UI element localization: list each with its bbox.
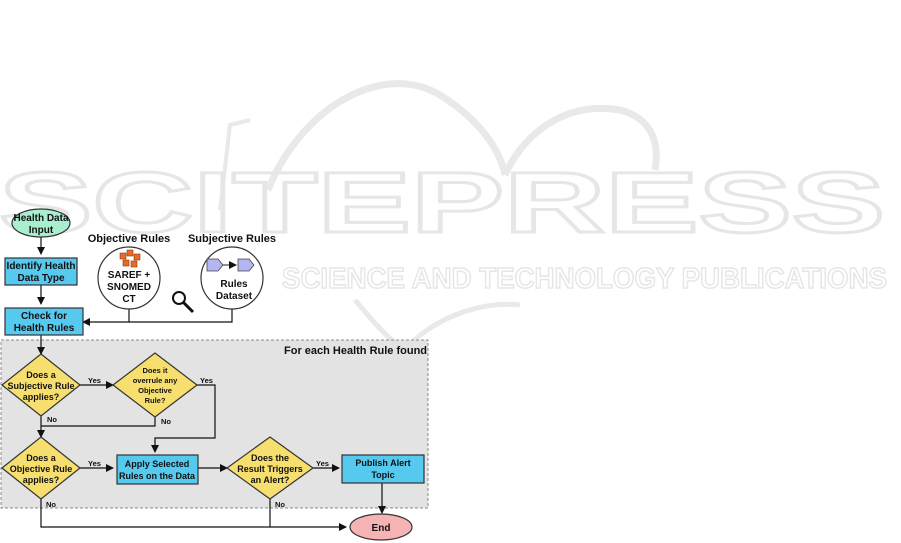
watermark-book-right	[501, 105, 660, 177]
check-line-2: Health Rules	[14, 323, 75, 334]
subjective-line-a: Does a	[26, 370, 57, 380]
start-line-2: Input	[29, 225, 54, 236]
label-yes-trigger: Yes	[316, 459, 329, 468]
overrule-line-b: overrule any	[133, 376, 178, 385]
label-no-subjective: No	[47, 415, 57, 424]
pentagon-arrows-icon	[206, 258, 255, 272]
trigger-line-c: an Alert?	[251, 475, 290, 485]
watermark-tagline: SCIENCE AND TECHNOLOGY PUBLICATIONS	[282, 263, 887, 295]
check-line-1: Check for	[21, 311, 67, 322]
label-yes-overrule: Yes	[200, 376, 213, 385]
overrule-line-a: Does it	[142, 366, 168, 375]
publish-line-1: Publish Alert	[355, 458, 410, 468]
arrow-objective-check	[82, 309, 130, 326]
objective-rules-heading: Objective Rules	[88, 233, 171, 245]
subjective-line-b: Subjective Rule	[7, 381, 74, 391]
check-process	[4, 307, 84, 336]
apply-line-1: Apply Selected	[125, 459, 190, 469]
decision-trigger	[225, 436, 315, 500]
decision-overrule	[112, 352, 198, 418]
objective-line-c: applies?	[23, 475, 60, 485]
identify-line-2: Data Type	[17, 273, 64, 284]
connectors	[37, 237, 386, 531]
label-yes-subjective: Yes	[88, 376, 101, 385]
apply-process	[116, 454, 199, 485]
subjective-line-c: applies?	[23, 392, 60, 402]
objective-line-a: Does a	[26, 453, 57, 463]
ontology-cube-icon	[119, 249, 141, 268]
label-no-objective: No	[46, 500, 56, 509]
identify-process	[4, 257, 78, 286]
publish-line-2: Topic	[371, 470, 394, 480]
label-no-trigger: No	[275, 500, 285, 509]
trigger-line-b: Result Triggers	[237, 464, 303, 474]
end-label: End	[372, 523, 391, 534]
region-title: For each Health Rule found	[284, 345, 427, 357]
magnifier-icon	[172, 291, 195, 314]
objective-line-1: SAREF +	[108, 270, 151, 281]
start-line-1: Health Data	[13, 213, 68, 224]
apply-line-2: Rules on the Data	[119, 471, 196, 481]
decision-subjective	[1, 353, 81, 417]
overrule-line-c: Objective	[138, 386, 172, 395]
objective-line-3: CT	[122, 294, 135, 305]
start-terminal	[11, 208, 71, 238]
label-yes-objective: Yes	[88, 459, 101, 468]
line-subjective-check	[129, 309, 233, 323]
overrule-line-d: Rule?	[145, 396, 166, 405]
arrow-yes-apply	[151, 384, 216, 453]
subjective-line-2: Dataset	[216, 291, 253, 302]
trigger-line-a: Does the	[251, 453, 289, 463]
objective-rules-source	[97, 246, 161, 310]
line-no-overrule	[41, 417, 156, 427]
subjective-line-1: Rules	[220, 279, 248, 290]
subjective-rules-heading: Subjective Rules	[188, 233, 276, 245]
arrow-no-end	[40, 499, 347, 531]
watermark-brand: SCITEPRESS	[0, 155, 885, 251]
watermark: SCITEPRESS SCIENCE AND TECHNOLOGY PUBLIC…	[0, 80, 888, 354]
watermark-book-edge	[218, 118, 251, 211]
objective-line-b: Objective Rule	[10, 464, 73, 474]
publish-process	[341, 454, 425, 484]
label-no-overrule: No	[161, 417, 171, 426]
objective-line-2: SNOMED	[107, 282, 151, 293]
decision-objective	[1, 436, 81, 500]
identify-line-1: Identify Health	[7, 261, 76, 272]
watermark-book-left	[264, 80, 509, 192]
end-terminal	[349, 513, 413, 541]
